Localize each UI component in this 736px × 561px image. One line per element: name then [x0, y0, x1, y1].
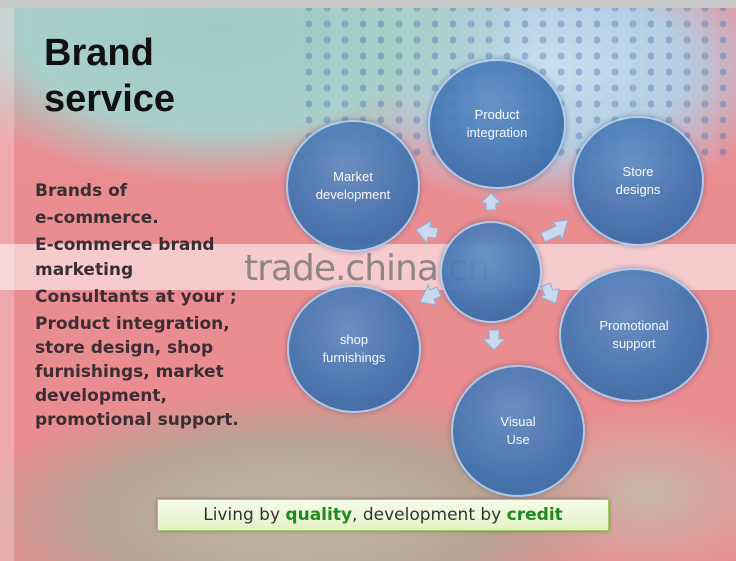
- node-label: Product integration: [466, 107, 528, 140]
- node-product-integration: Product integration: [428, 59, 566, 189]
- desc-line: Product integration,: [35, 314, 230, 334]
- slogan-text: , development by: [352, 505, 507, 525]
- node-visual-use: Visual Use: [451, 365, 585, 497]
- node-label: Promotional support: [599, 318, 669, 351]
- node-promotional-support: Promotional support: [559, 268, 709, 402]
- arrow-left-down-icon: [419, 283, 442, 306]
- desc-line: e-commerce.: [35, 208, 159, 228]
- arrow-left-icon: [415, 220, 439, 245]
- desc-line: marketing: [35, 260, 134, 280]
- slogan-credit: credit: [506, 505, 563, 525]
- desc-line: E-commerce brand: [35, 235, 215, 255]
- arrow-right-down-icon: [538, 282, 560, 304]
- node-shop-furnishings: shop furnishings: [287, 285, 421, 413]
- node-store-designs: Store designs: [572, 116, 704, 246]
- page-title: Brand service: [44, 30, 224, 122]
- desc-line: development,: [35, 386, 167, 406]
- node-label: Visual Use: [500, 414, 536, 447]
- node-market-development: Market development: [286, 120, 420, 252]
- desc-line: furnishings, market: [35, 362, 224, 382]
- slogan-text: Living by: [203, 505, 286, 525]
- desc-line: promotional support.: [35, 410, 239, 430]
- arrow-up-icon: [479, 192, 503, 211]
- title-line-1: Brand: [44, 32, 154, 74]
- node-label: shop furnishings: [322, 332, 386, 365]
- cycle-center-node: [440, 221, 542, 323]
- title-line-2: service: [44, 78, 176, 120]
- slogan-banner: Living by quality , development by credi…: [157, 499, 609, 531]
- arrow-right-up-icon: [540, 219, 569, 243]
- desc-line: Brands of: [35, 181, 128, 201]
- desc-line: store design, shop: [35, 338, 214, 358]
- node-label: Store designs: [615, 164, 661, 197]
- arrow-down-icon: [481, 329, 507, 351]
- service-description: Brands of e-commerce. E-commerce brand m…: [35, 178, 295, 431]
- top-border: [0, 0, 736, 8]
- node-label: Market development: [315, 169, 391, 202]
- desc-line: Consultants at your ;: [35, 287, 237, 307]
- slogan-quality: quality: [285, 505, 353, 525]
